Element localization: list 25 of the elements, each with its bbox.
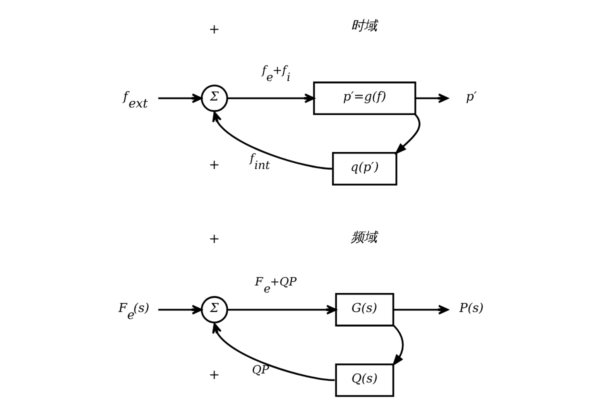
node-box: G(s) — [335, 292, 394, 326]
arrow — [227, 93, 315, 104]
arrow — [392, 324, 404, 366]
arrow — [158, 93, 202, 104]
node-box: p′=g(f) — [313, 82, 416, 116]
node-box: Q(s) — [335, 363, 394, 397]
arrow — [393, 304, 449, 315]
node-box: q(p′) — [332, 152, 398, 186]
node-circle: Σ — [200, 84, 228, 112]
node-circle: Σ — [200, 296, 228, 324]
arrow — [212, 322, 335, 382]
label: + — [208, 368, 220, 383]
arrow — [227, 304, 337, 315]
arrow — [212, 112, 332, 170]
label: + — [208, 232, 220, 248]
arrow — [158, 304, 202, 315]
label: + — [208, 158, 220, 174]
label: 频域 — [351, 230, 378, 246]
arrow — [415, 93, 449, 104]
edge-label: QP — [252, 362, 270, 377]
label: 时域 — [351, 19, 378, 34]
label: + — [208, 22, 220, 38]
node-text: p′ — [466, 90, 477, 104]
arrow — [394, 114, 420, 155]
node-text: P(s) — [459, 301, 484, 316]
